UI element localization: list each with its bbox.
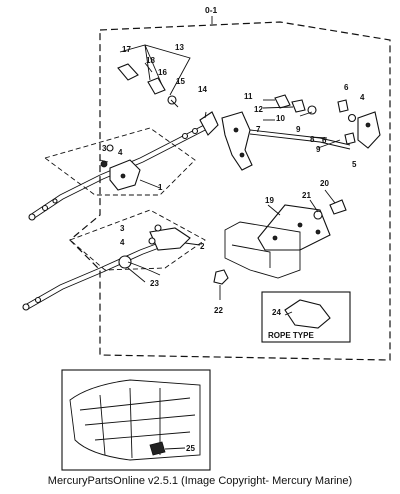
part-10-washer <box>307 105 317 115</box>
callout-22: 22 <box>214 306 223 315</box>
part-20-screw <box>329 199 347 215</box>
callout-4a: 4 <box>118 148 123 157</box>
part-2-bracket <box>149 227 191 251</box>
callout-16: 16 <box>158 68 167 77</box>
callout-1: 1 <box>158 183 163 192</box>
callout-14: 14 <box>198 85 207 94</box>
callout-5: 5 <box>352 160 357 169</box>
callout-24: 24 <box>272 308 281 317</box>
callout-11: 11 <box>244 92 253 101</box>
part-15-washer <box>167 95 177 105</box>
callout-19: 19 <box>265 196 274 205</box>
rope-type-label: ROPE TYPE <box>268 331 314 340</box>
copyright-footer: MercuryPartsOnline v2.5.1 (Image Copyrig… <box>47 475 353 487</box>
cable-lower <box>24 234 181 306</box>
callout-9a: 9 <box>296 125 301 134</box>
callout-3b: 3 <box>120 224 125 233</box>
part-22-nut <box>213 269 229 285</box>
callout-17: 17 <box>122 45 131 54</box>
callout-7: 7 <box>256 125 261 134</box>
callout-4c: 4 <box>360 93 365 102</box>
part-5-link <box>357 111 381 149</box>
part-16-spring <box>147 77 166 95</box>
part-6-screw <box>337 99 349 113</box>
callout-8: 8 <box>310 135 315 144</box>
callout-13: 13 <box>175 43 184 52</box>
callout-20: 20 <box>320 179 329 188</box>
group-box-lower <box>69 209 206 271</box>
callout-4b: 4 <box>120 238 125 247</box>
callout-15: 15 <box>176 77 185 86</box>
part-25-fitting <box>149 441 166 456</box>
throttle-lever <box>221 111 253 171</box>
part-6-screw-lower <box>344 132 356 145</box>
callout-9b: 9 <box>316 145 321 154</box>
group-box-upper <box>43 127 196 196</box>
callout-25: 25 <box>186 444 195 453</box>
callout-12: 12 <box>254 105 263 114</box>
callout-23: 23 <box>150 279 159 288</box>
part-21-washer <box>313 210 323 220</box>
engine-outline <box>224 221 301 279</box>
part-18-pin <box>144 62 153 73</box>
part-14-link <box>199 111 219 136</box>
kit-label: 0-1 <box>205 5 218 15</box>
callout-10: 10 <box>276 114 285 123</box>
part-11-screw <box>274 94 291 109</box>
part-17-screw <box>117 63 139 81</box>
callout-2: 2 <box>200 242 205 251</box>
callout-18: 18 <box>146 56 155 65</box>
part-24-bracket <box>284 299 331 329</box>
part-4-washer-right <box>347 113 357 123</box>
callout-6b: 6 <box>322 136 327 145</box>
part-12-spring <box>291 99 306 113</box>
callout-21: 21 <box>302 191 311 200</box>
callout-6a: 6 <box>344 83 349 92</box>
callout-3a: 3 <box>102 144 107 153</box>
part-23-clip <box>118 255 132 269</box>
